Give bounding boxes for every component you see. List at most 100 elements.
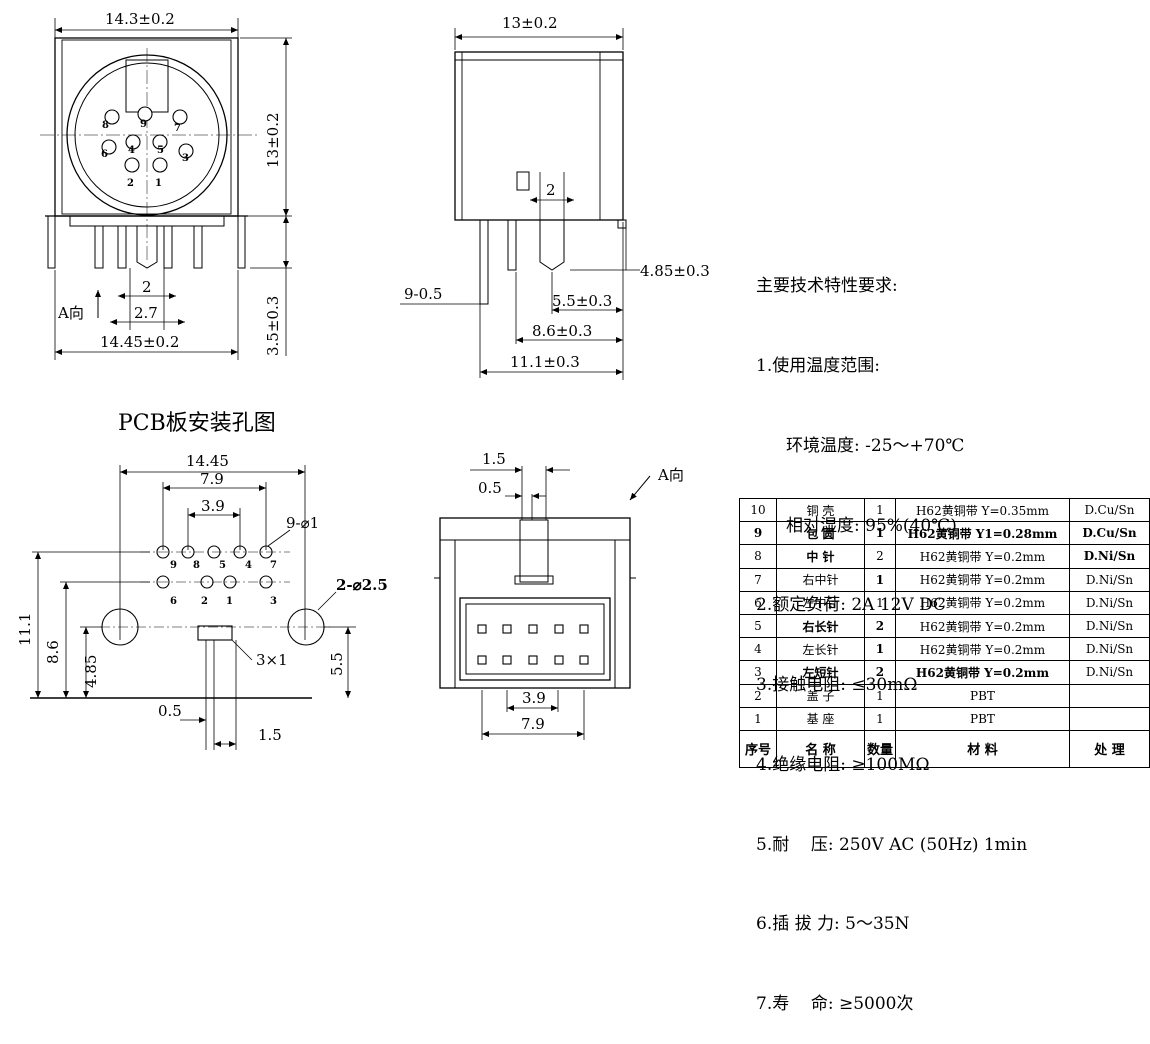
spec-line: 环境温度: -25～+70℃ [786, 435, 965, 456]
spec-line: 5.耐 压: 250V AC (50Hz) 1min [756, 834, 1028, 855]
table-cell: 处 理 [1068, 729, 1150, 768]
table-cell: 左长针 [775, 637, 865, 662]
table-cell: H62黄铜带 Y=0.35mm [894, 497, 1070, 523]
side-h1: 4.85±0.3 [640, 262, 710, 280]
table-cell: 7 [739, 567, 777, 592]
pcb-w-39: 3.9 [201, 497, 225, 515]
pin-label: 4 [128, 145, 135, 156]
table-cell: D.Ni/Sn [1068, 590, 1150, 615]
table-cell: 数量 [863, 729, 896, 768]
table-cell: 2 [863, 660, 896, 685]
table-cell: D.Ni/Sn [1068, 660, 1150, 685]
bottom-w-79: 7.9 [521, 715, 545, 733]
table-cell: 1 [863, 590, 896, 615]
table-cell: H62黄铜带 Y1=0.28mm [894, 521, 1070, 546]
table-cell [1068, 683, 1150, 708]
table-cell: 2 [863, 544, 896, 569]
side-d3: 11.1±0.3 [510, 353, 580, 371]
table-cell: PBT [894, 706, 1070, 731]
table-cell: 2 [863, 613, 896, 639]
table-cell: PBT [894, 683, 1070, 708]
pin-label: 7 [174, 123, 181, 134]
side-post: 2 [546, 181, 556, 199]
pcb-d-15: 1.5 [258, 726, 282, 744]
pin-label: 5 [157, 145, 164, 156]
table-cell: 铜 壳 [775, 497, 865, 523]
table-cell: 1 [863, 683, 896, 708]
side-d1: 5.5±0.3 [552, 292, 612, 310]
hole-label: 3 [270, 596, 277, 607]
table-cell: H62黄铜带 Y=0.2mm [894, 567, 1070, 592]
table-cell: 5 [739, 613, 777, 639]
pin-label: 3 [182, 153, 189, 164]
table-cell: 材 料 [894, 729, 1070, 768]
front-height-right: 13±0.2 [264, 112, 282, 168]
front-width-top: 14.3±0.2 [105, 10, 175, 28]
hole-label: 4 [245, 560, 252, 571]
table-cell: D.Ni/Sn [1068, 567, 1150, 592]
pin-label: 9 [140, 119, 147, 130]
table-cell: 左短针 [775, 660, 865, 685]
bottom-view-labels: 1.5 0.5 A向 3.9 7.9 [478, 450, 684, 733]
bottom-w-39: 3.9 [522, 689, 546, 707]
table-cell: 10 [739, 497, 777, 523]
front-pin-gap: 2 [142, 278, 152, 296]
table-cell: 序号 [739, 729, 777, 768]
table-cell: 1 [863, 706, 896, 731]
table-cell: 4 [739, 637, 777, 662]
pcb-mount-holes: 2-⌀2.5 [336, 576, 388, 594]
front-view-labels: 14.3±0.2 13±0.2 3.5±0.3 14.45±0.2 2 2.7 … [57, 10, 282, 356]
pcb-slot: 3×1 [256, 651, 288, 669]
hole-label: 9 [170, 560, 177, 571]
side-view [400, 28, 640, 380]
table-cell: D.Ni/Sn [1068, 613, 1150, 639]
hole-label: 7 [270, 560, 277, 571]
table-cell: 2 [739, 683, 777, 708]
pcb-w-total: 14.45 [186, 452, 229, 470]
pin-label: 2 [127, 178, 134, 189]
table-cell: 1 [863, 567, 896, 592]
hole-label: 8 [193, 560, 200, 571]
table-cell: 8 [739, 544, 777, 569]
front-width-bottom: 14.45±0.2 [100, 333, 179, 351]
table-cell: H62黄铜带 Y=0.2mm [894, 613, 1070, 639]
hole-label: 1 [226, 596, 233, 607]
front-standoff: 3.5±0.3 [264, 296, 282, 356]
pcb-h-55: 5.5 [328, 652, 346, 676]
table-cell: 1 [863, 521, 896, 546]
spec-line: 7.寿 命: ≥5000次 [756, 994, 914, 1015]
table-cell: 盖 子 [775, 683, 865, 708]
table-cell: 中 针 [775, 544, 865, 569]
table-cell: H62黄铜带 Y=0.2mm [894, 590, 1070, 615]
table-cell: 包 圆 [775, 521, 865, 546]
pcb-holes: 9-⌀1 [286, 514, 319, 532]
pin-label: 6 [101, 149, 108, 160]
bottom-d-15: 1.5 [482, 450, 506, 468]
table-cell: 1 [863, 497, 896, 523]
bottom-d-05: 0.5 [478, 479, 502, 497]
technical-drawing: 14.3±0.2 13±0.2 3.5±0.3 14.45±0.2 2 2.7 … [16, 10, 710, 750]
table-cell: 基 座 [775, 706, 865, 731]
table-cell: 1 [863, 637, 896, 662]
pin-label: 1 [155, 178, 162, 189]
table-cell: H62黄铜带 Y=0.2mm [894, 637, 1070, 662]
front-view [40, 18, 292, 360]
table-cell: D.Ni/Sn [1068, 637, 1150, 662]
side-d2: 8.6±0.3 [532, 322, 592, 340]
table-cell: 6 [739, 590, 777, 615]
table-cell: H62黄铜带 Y=0.2mm [894, 544, 1070, 569]
pcb-h-485: 4.85 [82, 655, 100, 688]
pcb-layout [30, 465, 356, 750]
table-cell: H62黄铜带 Y=0.2mm [894, 660, 1070, 685]
side-pin-dia: 9-0.5 [404, 285, 442, 303]
bottom-view [434, 466, 651, 740]
pcb-h-111: 11.1 [16, 613, 34, 646]
pin-label: 8 [102, 120, 109, 131]
